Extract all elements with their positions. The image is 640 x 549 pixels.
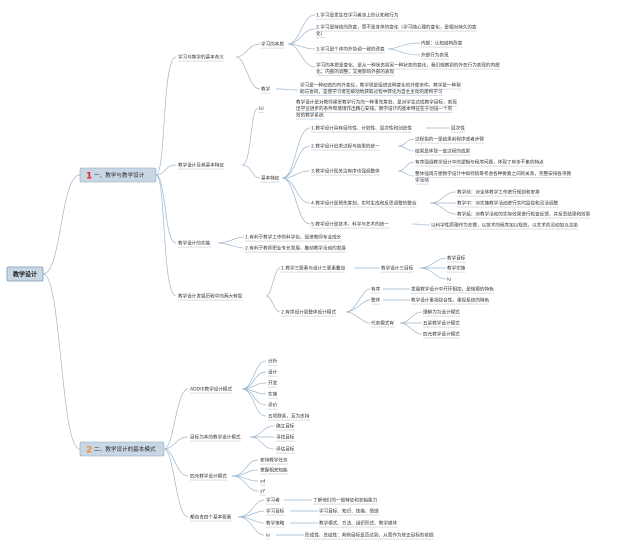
transition-2-whole: 整体 (371, 297, 381, 304)
goal-item-3: 评估目标 (276, 446, 295, 453)
addie-item-4: 实施 (268, 391, 278, 398)
feature-2: 2.教学设计追求过程与结果的统一 (311, 143, 380, 150)
feature-3-b1: 整体强调方便教学设计中如何统筹考虑各种要素之间的关系，完整安排各项教 (415, 170, 572, 177)
feature-5: 5.教学设计是技术、科学与艺术的统一 (311, 221, 389, 228)
addie-item-5: 评价 (268, 402, 278, 409)
element-goal-desc: 学习目标、知识、技能、情感 (319, 508, 379, 515)
transition-1-item-1: 教学目标 (447, 255, 466, 262)
transition-2-order: 有序 (371, 286, 381, 293)
branch-2-title: 二、教学设计的基本模式 (94, 445, 156, 453)
feature-1-note: 层次性 (451, 125, 465, 132)
transition-1-target: 教学设计三目标 (381, 265, 414, 272)
mode-3: 四元教学设计模式 (423, 331, 460, 338)
feature-2-b: 结果是体现一定过程的成果 (415, 148, 471, 155)
branch-2-box (79, 441, 165, 457)
branch-1-number: 1 (86, 172, 92, 182)
transition-2-whole-desc: 教学设计重视综合性，重视系统的特色 (411, 297, 490, 304)
feature-1: 1.教学设计具有目的性、计划性、层次性和创造性 (311, 125, 412, 132)
design-def-label: IU (259, 106, 264, 112)
text-underlines (178, 18, 591, 540)
learning-point-2a: 2.学习是持续的改变，而不是身体的变化（学习随心理的变化，是相对持久的变 (316, 24, 477, 31)
learning-point-2b: 化） (316, 30, 325, 37)
topic-two-transitions[interactable]: 教学设计发展历程中的两大转型 (178, 293, 243, 300)
element-learner: 学习者 (266, 497, 280, 504)
root-box (6, 266, 44, 282)
branch-2-number: 2 (86, 446, 92, 456)
branch-1-title: 一、教学与教学设计 (94, 171, 145, 179)
addie-item-3: 开发 (268, 380, 278, 387)
function-a: 1.有利于教学工作的科学化，促进教师专业成长 (245, 234, 342, 241)
design-def-a: 教学设计是对教师课堂教学行为的一种事先筹划，是对学生达成教学目标，表现 (296, 99, 457, 106)
root-node[interactable]: 教学设计 (6, 266, 44, 282)
transition-2: 2.有序设计到整体设计模式 (281, 309, 336, 316)
element-learner-desc: 了解他们的一般特征和初始能力 (313, 497, 378, 504)
teaching-desc-b: 助与协同，是使学习者在被动地获取过程中转化为自主主动的建构学习 (300, 88, 443, 95)
addie-item-6: 五项联系，互为支持 (268, 413, 310, 420)
feature-4-after: 教学后：对教学活动的实际效果进行检查反馈，并反思结果和效果 (457, 211, 591, 218)
transition-2-order-desc: 发展教学设计中开环相扣，是规模的特色 (411, 286, 494, 293)
feature-2-a: 过程指的一是结果前程序或者步骤 (415, 136, 484, 143)
branch-1-node[interactable]: 1 一、教学与教学设计 (79, 167, 157, 183)
topic-four-element[interactable]: 四元教学设计模式 (190, 473, 227, 480)
topic-teaching[interactable]: 教学 (261, 86, 271, 93)
root-label: 教学设计 (12, 270, 37, 278)
transition-1-item-3: iu (447, 277, 451, 283)
learning-point-3-external: 外部行为表现 (421, 52, 449, 59)
learning-point-3: 3.学习是个体内外协调一致的改变 (316, 46, 385, 53)
learning-point-4b: 化，内部的调整，又要影响外部的表现 (316, 68, 395, 75)
four-element-item-1: 安排教学任务 (260, 457, 288, 464)
learning-point-4a: 学习的本质是变化，是从一种状态到另一种状态的变化，我们观察到的外在行为表现的内部 (316, 62, 500, 69)
four-element-item-3: sd (260, 479, 265, 485)
topic-design-function[interactable]: 教学设计的功能 (178, 240, 211, 247)
feature-4: 4.教学设计是预先筹划，实时生成和反思调整的整合 (311, 200, 417, 207)
element-goal: 学习目标 (266, 508, 285, 515)
design-def-b: 出学业进步的条件和情境作出精心安排。教学设计的基本特征在于创设一个有 (296, 105, 453, 112)
connector-lines (42, 14, 457, 536)
element-evaluation-desc: 形成性、总结性：判断目标是否达到，从而作为修正目标的依据 (305, 532, 434, 539)
addie-item-1: 分析 (268, 358, 278, 365)
mode-1: 理解为为设计模式 (423, 309, 460, 316)
four-element-item-4: sY (260, 489, 265, 495)
topic-basic-features[interactable]: 基本特征 (261, 175, 280, 182)
branch-2-content: ADDIE教学设计模式 分析 设计 开发 实施 评价 五项联系，互为支持 目标为… (190, 358, 434, 539)
learning-point-1: 1.学习是发生在学习者身上的认知和行为 (316, 12, 399, 19)
design-def-c: 效的教学系统 (296, 112, 324, 119)
function-b: 2.有利于教师职业专长发展，推动教学活动的发展 (245, 245, 346, 252)
feature-4-before: 教学前：对全体教学工作进行规划和安排 (457, 189, 540, 196)
branch-2-node[interactable]: 2 二、教学设计的基本模式 (79, 441, 165, 457)
teaching-desc-a: 学习是一种动态的内外变化，教学则是促进这种变化的外部条件，教学是一种帮 (300, 82, 461, 89)
branch-1-content: 学习与教学的基本含义 学习的本质 1.学习是发生在学习者身上的认知和行为 2.学… (178, 12, 591, 338)
mode-2: 五星教学设计模式 (423, 320, 460, 327)
four-element-item-2: 掌握相关知能 (260, 467, 288, 474)
transition-1: 1.教学三要素与设计三要素叠加 (281, 265, 346, 272)
topic-design-features[interactable]: 教学设计及其基本特征 (178, 162, 224, 169)
topic-learning-essence[interactable]: 学习的本质 (261, 41, 284, 48)
topic-goal-based[interactable]: 目标为本的教学设计模式 (190, 434, 241, 441)
addie-item-2: 设计 (268, 369, 278, 376)
element-strategy-desc: 教学模式、方法、组织形式、教学媒体 (319, 520, 398, 527)
element-strategy: 教学策略 (266, 520, 285, 527)
goal-item-1: 确立目标 (276, 423, 295, 430)
goal-item-2: 寻找目标 (276, 434, 295, 441)
feature-3-b2: 学活动 (415, 177, 429, 184)
feature-4-during: 教学中：对实施教学活动进行实时监控和灵活调整 (457, 200, 558, 207)
element-evaluation: io (266, 533, 270, 539)
feature-5-a: 以科学性原理作为支撑，以技术的程序加以规范，以艺术的灵动加以渲染 (431, 222, 578, 229)
topic-basic-meaning[interactable]: 学习与教学的基本含义 (178, 54, 224, 61)
learning-point-3-internal: 内部：认知结构改变 (421, 40, 463, 47)
feature-3: 3.教学设计既关注有序也强调整体 (311, 168, 380, 175)
topic-addie[interactable]: ADDIE教学设计模式 (190, 386, 232, 393)
topic-four-basics[interactable]: 都包含四个基本要素 (190, 514, 232, 521)
transition-2-modes: 代表模式有 (371, 320, 394, 327)
feature-3-a: 有序强调教学设计中的逻辑与程序问题，体现了有条不紊的特点 (415, 159, 544, 166)
branch-1-box (79, 167, 157, 183)
transition-1-item-2: 教学实施 (447, 265, 466, 272)
